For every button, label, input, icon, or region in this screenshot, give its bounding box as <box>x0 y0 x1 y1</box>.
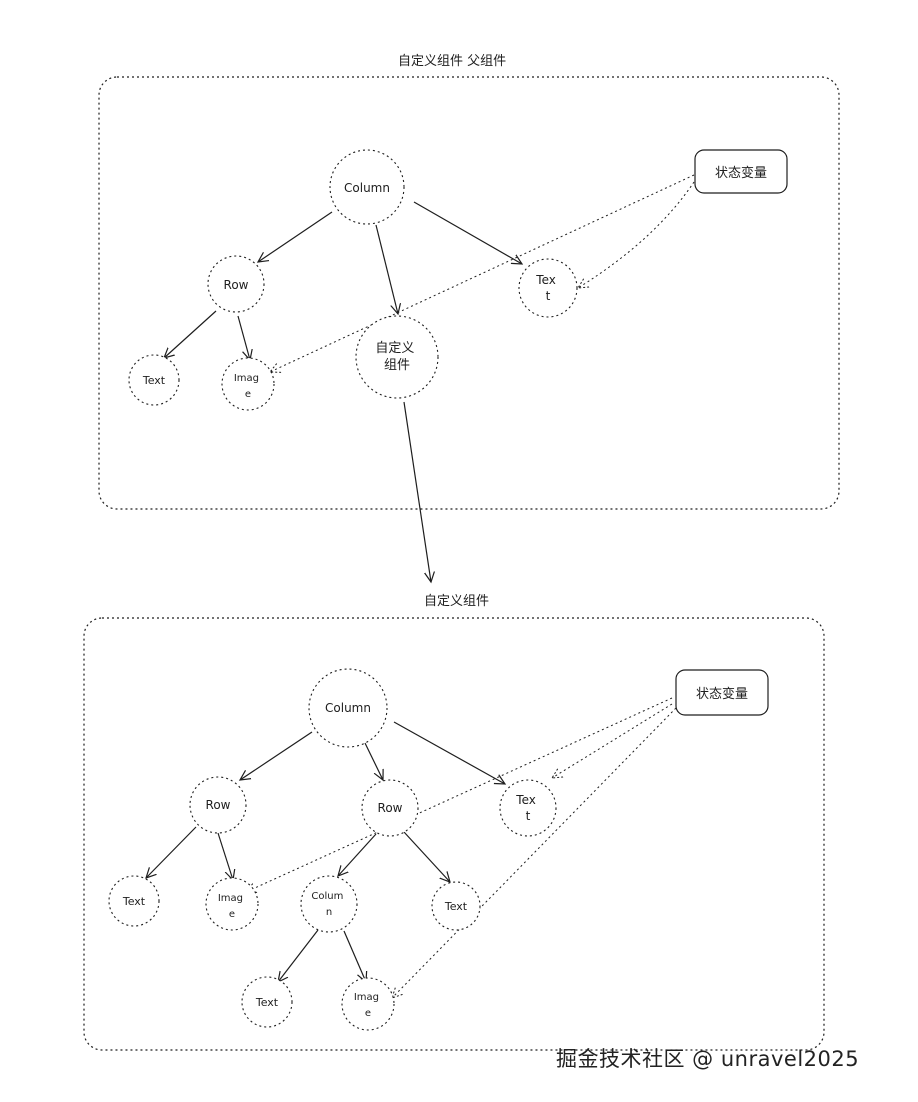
bottom-tree-edges <box>146 721 505 982</box>
edge-column-row-left <box>240 731 313 780</box>
node-state <box>675 669 769 716</box>
label-column-line: Column <box>344 181 390 195</box>
node-state <box>694 149 788 194</box>
node-column-inner <box>300 875 358 933</box>
node-text-left <box>108 875 160 927</box>
label-state: 状态变量 <box>696 686 748 702</box>
label-image-bottom: Imag e <box>354 992 382 1019</box>
label-image: Imag e <box>234 373 262 400</box>
label-image-bottom-line-2: e <box>365 1008 371 1019</box>
state-to-image-bottom <box>392 707 677 998</box>
edge-column-row <box>258 211 333 262</box>
node-custom <box>355 315 439 399</box>
edge-column-inner-image-bottom <box>343 930 366 982</box>
node-text-mid <box>431 881 481 931</box>
label-image-left-line-1: Imag <box>218 893 243 904</box>
label-column-inner: Colum n <box>311 891 346 918</box>
edge-row-mid-column-inner <box>338 833 377 876</box>
node-text-right <box>499 779 557 837</box>
top-state-edges <box>270 174 695 372</box>
node-text-left <box>128 354 180 406</box>
bottom-state-edges <box>246 697 677 998</box>
top-panel-title: 自定义组件 父组件 <box>398 54 507 69</box>
node-image <box>221 357 275 411</box>
node-image-left <box>205 877 259 931</box>
node-column <box>329 149 405 225</box>
label-text-right: Tex t <box>535 273 559 303</box>
label-image-bottom-line-1: Imag <box>354 992 379 1003</box>
label-text-right-line-2: t <box>526 809 531 823</box>
state-to-image <box>270 174 695 372</box>
bottom-panel-frame <box>83 617 825 1051</box>
node-text-right <box>518 258 578 318</box>
edge-custom-child <box>403 401 431 582</box>
label-column: Column <box>344 181 390 195</box>
label-text-bottom: Text <box>255 996 279 1009</box>
label-image-line-2: e <box>245 389 251 400</box>
edge-row-left-image <box>217 832 233 880</box>
edge-column-row-mid <box>363 740 383 780</box>
label-custom-line-2: 组件 <box>384 358 410 373</box>
label-state: 状态变量 <box>715 165 767 181</box>
label-text-mid: Text <box>444 900 468 913</box>
edge-column-inner-text-bottom <box>278 929 319 982</box>
node-image-bottom <box>341 977 395 1031</box>
label-row-mid-line: Row <box>378 801 403 815</box>
label-row-left-line: Row <box>206 798 231 812</box>
label-image-left-line-2: e <box>229 909 235 920</box>
watermark: 掘金技术社区 @ unravel2025 <box>556 1047 860 1071</box>
label-column-inner-line-2: n <box>326 907 332 918</box>
label-column: Column <box>325 701 371 715</box>
label-custom-line-1: 自定义 <box>375 341 414 356</box>
label-column-line: Column <box>325 701 371 715</box>
top-labels: Column Row 自定义 组件 Tex t Text Imag e 状态变量 <box>142 165 767 400</box>
edge-column-text <box>413 201 522 264</box>
bottom-nodes <box>108 668 557 1031</box>
label-state-line: 状态变量 <box>696 686 748 702</box>
top-tree-edges <box>164 201 522 582</box>
label-text-left: Text <box>142 374 166 387</box>
label-row-left: Row <box>206 798 231 812</box>
state-to-image-left <box>246 697 673 892</box>
top-nodes <box>128 149 578 411</box>
label-text-left-line: Text <box>142 374 166 387</box>
node-row-left <box>189 776 247 834</box>
node-row-mid <box>361 779 419 837</box>
node-row <box>207 255 265 313</box>
state-to-text-right <box>552 703 673 778</box>
edge-row-image <box>237 315 250 360</box>
edge-row-left-text <box>146 826 197 878</box>
edge-row-mid-text-mid <box>403 831 450 882</box>
label-text-left-line: Text <box>122 895 146 908</box>
label-image-line-1: Imag <box>234 373 259 384</box>
node-column <box>308 668 388 748</box>
label-column-inner-line-1: Colum <box>311 891 343 902</box>
label-row-line: Row <box>224 278 249 292</box>
label-text-right-line-1: Tex <box>535 273 556 287</box>
state-to-text <box>578 181 695 288</box>
label-text-right-line-2: t <box>546 289 551 303</box>
edge-row-text <box>164 310 217 358</box>
label-text-bottom-line: Text <box>255 996 279 1009</box>
edge-column-custom <box>375 224 398 314</box>
label-text-right-line-1: Tex <box>515 793 536 807</box>
node-text-bottom <box>241 976 293 1028</box>
label-text-right: Tex t <box>515 793 539 823</box>
label-state-line: 状态变量 <box>715 165 767 181</box>
top-panel-frame <box>98 76 840 510</box>
label-row-mid: Row <box>378 801 403 815</box>
edge-column-text-right <box>393 721 505 784</box>
bottom-panel-title: 自定义组件 <box>424 594 490 609</box>
label-custom: 自定义 组件 <box>375 341 418 373</box>
bottom-labels: Column Row Row Tex t Text Imag e Colum n… <box>122 686 748 1019</box>
label-row: Row <box>224 278 249 292</box>
label-text-mid-line: Text <box>444 900 468 913</box>
label-text-left: Text <box>122 895 146 908</box>
label-image-left: Imag e <box>218 893 246 920</box>
